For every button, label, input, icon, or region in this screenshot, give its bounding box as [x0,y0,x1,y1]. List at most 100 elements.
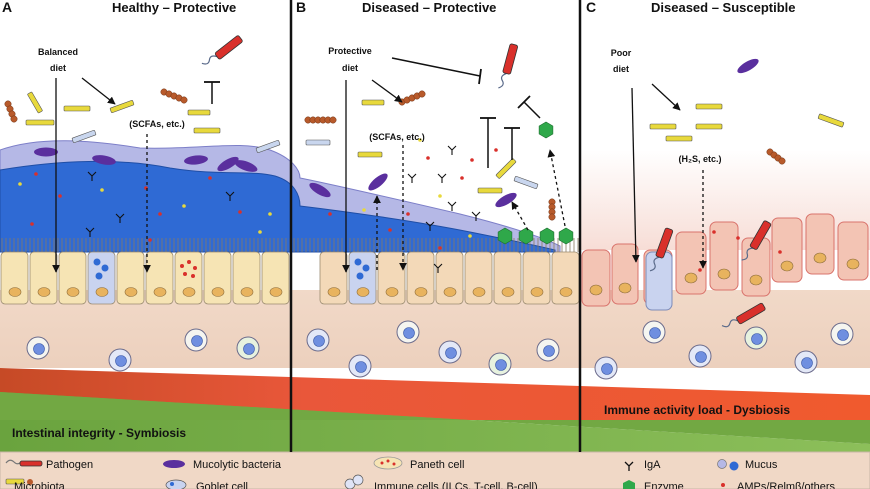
inflamed-epithelial-cell [837,221,869,281]
amp-dot [438,194,442,198]
microbiota-rod [695,123,723,130]
microbiota-rod [695,103,723,110]
diet-label-c-line2: diet [613,64,629,74]
pathogen [741,220,772,261]
immune-cell-nucleus [649,327,661,339]
enterocyte [435,251,464,305]
iga-antibody [87,171,97,181]
amp-dot [100,188,104,192]
pathogen-icon [5,459,43,467]
pathogen-body [214,35,243,60]
amp-dot [238,210,242,214]
mucolytic-bacterium [495,192,517,208]
iga-antibody [433,263,443,273]
iga-antibody [447,145,457,155]
microbiota-rod [187,109,211,116]
microbiota-cocci [548,213,556,221]
cell-nucleus [385,287,399,297]
goblet-mucus-granule [356,272,364,280]
enterocyte [0,251,29,305]
iga-antibody [407,173,417,183]
iga-antibody [225,191,235,201]
enterocyte [522,251,551,305]
inflamed-epithelial-cell [581,249,611,307]
cell-nucleus [269,287,283,297]
metabolite-label-a: (SCFAs, etc.) [129,119,185,129]
microbiota-rod [71,130,97,143]
inflamed-epithelial-cell [675,231,707,295]
enterocyte [319,251,348,305]
immune-cell-nucleus [751,333,763,345]
legend-label-immune: Immune cells (ILCs, T-cell, B-cell) [374,481,538,489]
iga-antibody [115,213,125,223]
arrows [52,57,707,273]
cell-nucleus [37,287,51,297]
cell-nucleus [589,284,603,296]
diet-label-c-line1: Poor [611,48,632,58]
pathogen-body [502,43,518,75]
legend-label-iga: IgA [644,459,661,471]
goblet-mucus-granule [101,264,109,272]
amp-dot [30,222,34,226]
cell-nucleus [813,252,827,264]
cell-nucleus [846,258,860,270]
enzyme [518,227,534,245]
pathogen-flagellum [721,319,739,328]
immune-cell-nucleus [445,347,457,359]
enterocyte [377,251,406,305]
mucolytic-bacterium [309,182,331,198]
amp-dot [778,250,782,254]
immune-bar-label: Immune activity load - Dysbiosis [604,403,790,417]
immune-cell-nucleus [495,359,507,371]
enterocyte [493,251,522,305]
mucolytic-bacterium [234,160,258,172]
immune-cell-nucleus [191,335,203,347]
immune-cell-nucleus [837,329,849,341]
cell-nucleus [749,274,763,286]
microbiota-icon [5,478,33,485]
cell-nucleus [66,287,80,297]
mucolytic-bacterium [34,147,58,157]
legend: Pathogen Mucolytic bacteria Paneth cell … [5,456,836,489]
microbiota-cocci [180,96,188,104]
cell-nucleus [717,268,731,280]
microbiota-rod [255,140,281,153]
enterocyte [406,251,435,305]
amp-dot [182,204,186,208]
mucolytic-bacterium [184,155,208,165]
cell-nucleus [153,287,167,297]
enterocyte [116,251,145,305]
amp-dot [208,176,212,180]
mucus-icon [717,459,739,471]
immune-cell-nucleus [601,363,613,375]
metabolite-label-c: (H₂S, etc.) [678,154,721,164]
cell-nucleus [530,287,544,297]
amp-dot [258,230,262,234]
pathogen-body [655,227,674,259]
cell-nucleus [182,287,196,297]
pathogen-flagellum [201,55,218,65]
enzyme [538,121,554,139]
panel-c-title: Diseased – Susceptible [651,0,796,15]
cell-nucleus [414,287,428,297]
enterocyte [261,251,290,305]
enterocyte [29,251,58,305]
pathogen-flagellum [498,72,507,89]
inner-mucus-layer [0,160,556,253]
microbiota-cocci [418,90,426,98]
amp-dot [460,176,464,180]
microbiota-rod [665,135,693,142]
diet-label-b-line1: Protective [328,46,372,56]
integrity-bar-label: Intestinal integrity - Symbiosis [12,426,186,440]
amp-dot [470,158,474,162]
inflamed-epithelial-cell [611,243,639,305]
paneth-granule [183,272,187,276]
paneth-granule [193,266,197,270]
microbiota-rod [513,176,539,189]
microbiota-rod [477,187,503,194]
enzyme [558,227,574,245]
amp-dot [34,172,38,176]
amp-dot [158,212,162,216]
pathogen [721,302,766,328]
